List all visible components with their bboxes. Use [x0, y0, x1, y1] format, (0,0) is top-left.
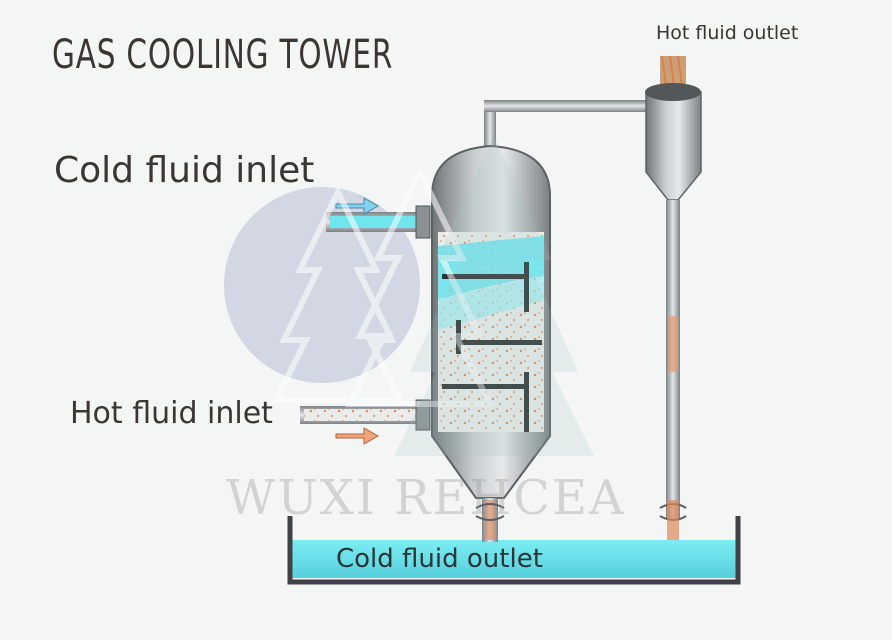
cold-fluid-inlet-label: Cold fluid inlet	[54, 150, 315, 191]
cyclone-separator	[645, 55, 702, 540]
hot-fluid-outlet-label: Hot fluid outlet	[656, 22, 799, 44]
collection-basin	[287, 516, 741, 585]
hot-fluid-inlet-pipe	[300, 399, 431, 445]
diagram-title: GAS COOLING TOWER	[52, 32, 394, 78]
connecting-pipe	[484, 100, 654, 160]
cold-fluid-outlet-label: Cold fluid outlet	[336, 544, 543, 574]
tower-vessel	[431, 144, 551, 542]
watermark-text: WUXI REHCEA	[226, 470, 626, 526]
watermark-trees	[271, 136, 594, 456]
hot-fluid-inlet-label: Hot fluid inlet	[70, 396, 273, 431]
